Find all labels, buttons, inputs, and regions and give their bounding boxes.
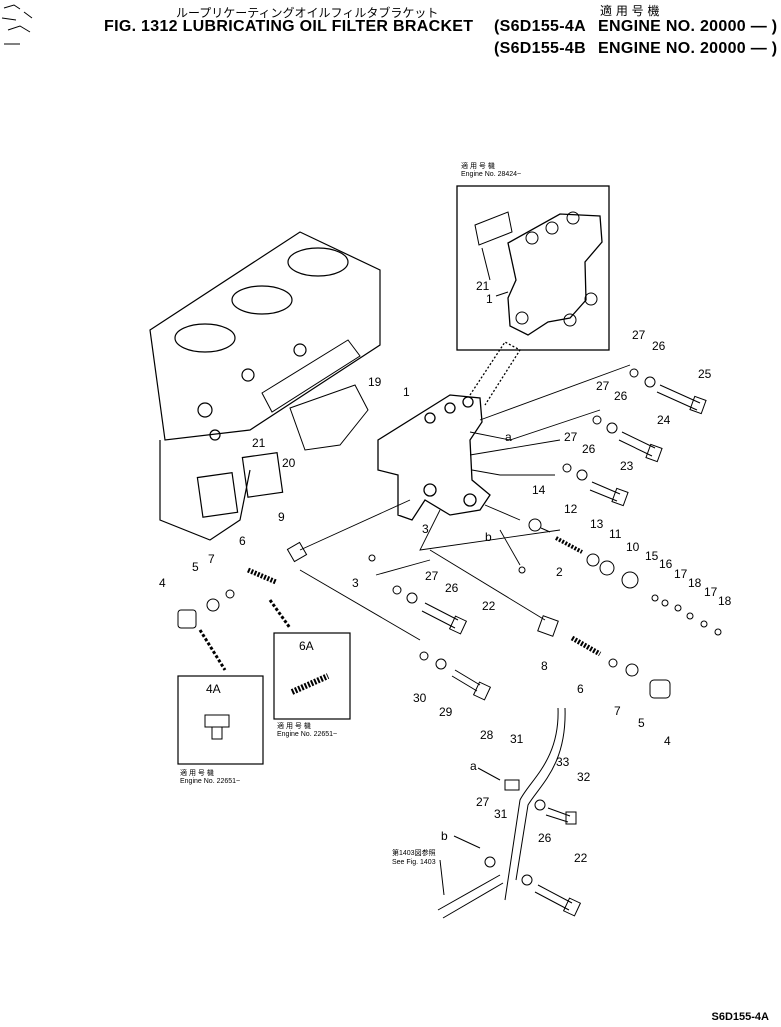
callout-label: 7 [208,552,215,566]
fasteners-lower [177,541,671,701]
pipe-assembly [437,707,582,919]
callout-label: 27 [425,569,439,583]
fig-ref-jp: 第1403図参照 [392,848,436,857]
callout-label: 1 [403,385,410,399]
engine-block [149,231,381,541]
inset-6a-engine: Engine No. 22651~ [277,731,337,738]
callout-label: 2 [556,565,563,579]
main-bracket [377,341,521,521]
callout-label: 22 [482,599,496,613]
callout-label: 26 [614,389,628,403]
callout-label: 4 [664,734,671,748]
fig-reference: 第1403図参照 See Fig. 1403 [392,848,436,866]
callout-label: 6 [577,682,584,696]
callout-label: 20 [282,456,296,470]
callout-label: 29 [439,705,453,719]
callout-label: 10 [626,540,640,554]
callout-label: b [441,829,448,843]
inset-4a: 4A 適 用 号 機 Engine No. 22651~ [177,675,264,785]
drawing-code: S6D155-4A [711,1011,769,1023]
callout-label: 22 [574,851,588,865]
callout-label: 31 [494,807,508,821]
callout-label: 27 [564,430,578,444]
leader-lines [299,364,631,641]
callout-label: 23 [620,459,634,473]
callout-label: 7 [614,704,621,718]
callout-label: 12 [564,502,578,516]
inset-top-engine: Engine No. 28424~ [461,171,521,178]
callout-label: 3 [422,522,429,536]
callout-label: 30 [413,691,427,705]
callout-label: b [485,530,492,544]
callout-label: 17 [704,585,718,599]
callout-label: 28 [480,728,494,742]
inset-4a-label: 4A [206,682,221,696]
callout-label: a [505,430,512,444]
callout-label: 32 [577,770,591,784]
inset-6a: 6A 適 用 号 機 Engine No. 22651~ [273,632,351,738]
inset-6a-label: 6A [299,639,314,653]
callout-label: 19 [368,375,382,389]
callout-label: 17 [674,567,688,581]
figure-title: FIG. 1312 LUBRICATING OIL FILTER BRACKET [104,18,474,35]
callout-label: 18 [688,576,702,590]
callout-label: 31 [510,732,524,746]
callout-label: 9 [278,510,285,524]
model-a: (S6D155-4A [494,18,586,35]
model-b: (S6D155-4B [494,40,586,57]
callout-label: 6 [239,534,246,548]
inset-4a-engine: Engine No. 22651~ [180,778,240,785]
gasket-cover [261,339,369,451]
callout-label: 5 [638,716,645,730]
callout-labels: 21 1 27 26 25 27 26 24 a 19 1 27 26 23 2… [159,279,732,865]
callout-label: 27 [476,795,490,809]
callout-label: 4 [159,576,166,590]
inset-top: 適 用 号 機 Engine No. 28424~ [456,161,610,351]
callout-label: a [470,759,477,773]
callout-label: 3 [352,576,359,590]
callout-label: 11 [609,527,622,541]
inset-4a-jp: 適 用 号 機 [180,768,214,777]
callout-label: 1 [486,292,493,306]
callout-label: 18 [718,594,732,608]
callout-label: 25 [698,367,712,381]
callout-label: 14 [532,483,546,497]
callout-label: 26 [445,581,459,595]
callout-label: 27 [596,379,610,393]
callout-label: 27 [632,328,646,342]
callout-label: 16 [659,557,673,571]
inset-top-jp: 適 用 号 機 [461,161,495,170]
engine-b: ENGINE NO. 20000 — ) [598,40,778,57]
callout-label: 21 [252,436,266,450]
callout-label: 8 [541,659,548,673]
scan-noise [1,4,33,45]
callout-label: 24 [657,413,671,427]
japanese-title: ループリケーティングオイルフィルタブラケット [176,6,439,20]
callout-label: 26 [652,339,666,353]
callout-label: 33 [556,755,570,769]
callout-label: 26 [582,442,596,456]
fig-ref-en: See Fig. 1403 [392,859,436,866]
callout-label: 26 [538,831,552,845]
callout-label: 5 [192,560,199,574]
callout-label: 21 [476,279,490,293]
callout-label: 15 [645,549,659,563]
inset-6a-jp: 適 用 号 機 [277,721,311,730]
japanese-applicable-serial: 適 用 号 機 [600,4,660,18]
engine-a: ENGINE NO. 20000 — ) [598,18,778,35]
callout-label: 13 [590,517,604,531]
fasteners-right [518,368,722,636]
